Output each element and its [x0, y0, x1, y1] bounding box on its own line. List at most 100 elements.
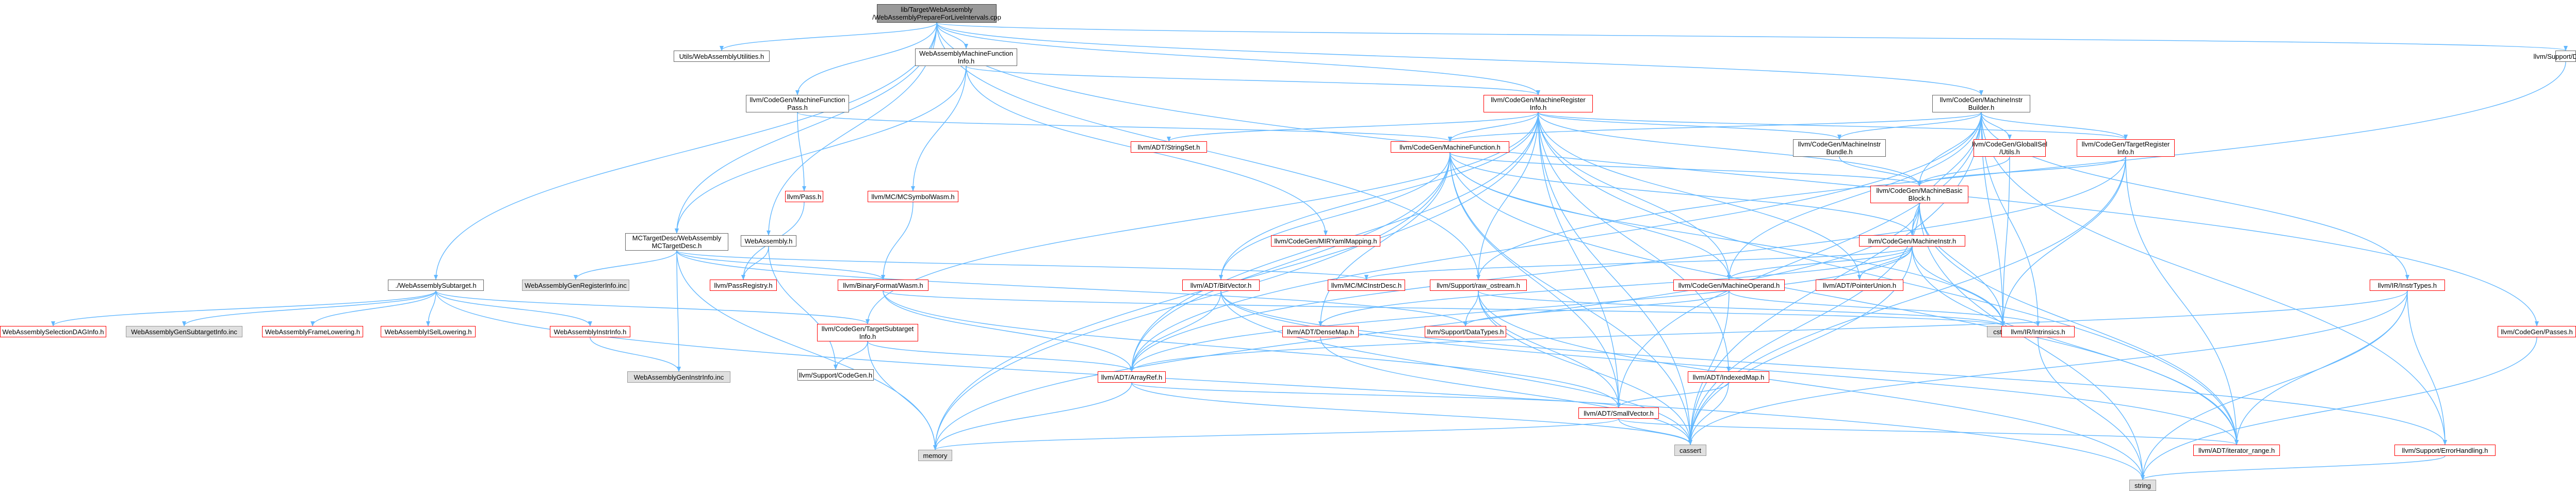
node-isellow[interactable]: WebAssemblyISelLowering.h — [381, 326, 476, 337]
node-genreg[interactable]: WebAssemblyGenRegisterInfo.inc — [522, 280, 629, 291]
node-utils[interactable]: Utils/WebAssemblyUtilities.h — [674, 51, 770, 62]
edge-mcsym-to-binwasm — [881, 202, 914, 280]
node-label-line: Info.h — [859, 333, 876, 340]
node-bitvec[interactable]: llvm/ADT/BitVector.h — [1182, 280, 1260, 291]
node-mirym[interactable]: llvm/CodeGen/MIRYamlMapping.h — [1271, 235, 1380, 247]
node-memory[interactable]: memory — [918, 450, 952, 461]
node-globalisel[interactable]: llvm/CodeGen/GlobalISel/Utils.h — [1972, 139, 2047, 157]
node-subtarget[interactable]: ./WebAssemblySubtarget.h — [388, 280, 484, 291]
node-mcsym[interactable]: llvm/MC/MCSymbolWasm.h — [868, 191, 958, 202]
node-passreg[interactable]: llvm/PassRegistry.h — [710, 280, 777, 291]
edge-mib-to-tri — [1981, 112, 2128, 140]
node-label-line: lib/Target/WebAssembly — [901, 6, 973, 13]
node-indexedmap[interactable]: llvm/ADT/IndexedMap.h — [1688, 371, 1769, 383]
edge-indexedmap-to-smallvec — [1617, 382, 1729, 408]
node-label-line: llvm/CodeGen/MachineOperand.h — [1678, 281, 1780, 289]
node-label-line: llvm/CodeGen/MachineInstr — [1798, 140, 1881, 148]
node-label-line: string — [2134, 481, 2151, 489]
edge-root-to-debug — [936, 22, 2567, 51]
node-mop[interactable]: llvm/CodeGen/MachineOperand.h — [1673, 280, 1785, 291]
node-cassert[interactable]: cassert — [1674, 445, 1706, 456]
node-mcinstrdesc[interactable]: llvm/MC/MCInstrDesc.h — [1328, 280, 1405, 291]
node-smallvec[interactable]: llvm/ADT/SmallVector.h — [1578, 407, 1659, 419]
node-intrinsics[interactable]: llvm/IR/Intrinsics.h — [2001, 326, 2075, 337]
node-seldag[interactable]: WebAssemblySelectionDAGInfo.h — [0, 326, 106, 337]
edge-mireg-to-cassert — [1538, 112, 1692, 445]
edge-rawostream-to-datatypes — [1463, 290, 1479, 326]
node-label-line: Info.h — [1529, 104, 1547, 111]
node-adtstr[interactable]: llvm/ADT/StringSet.h — [1131, 141, 1207, 153]
node-ptrunion[interactable]: llvm/ADT/PointerUnion.h — [1816, 280, 1903, 291]
node-string[interactable]: string — [2129, 480, 2156, 491]
node-label-line: llvm/CodeGen/TargetRegister — [2081, 140, 2170, 148]
edge-mcdesc-to-genreg — [574, 250, 677, 280]
node-label-line: llvm/MC/MCSymbolWasm.h — [871, 192, 955, 201]
node-gensub[interactable]: WebAssemblyGenSubtargetInfo.inc — [126, 326, 242, 337]
node-framelow[interactable]: WebAssemblyFrameLowering.h — [262, 326, 363, 337]
node-densemap[interactable]: llvm/ADT/DenseMap.h — [1282, 326, 1359, 337]
node-debug[interactable]: llvm/Support/Debug.h — [2534, 51, 2576, 62]
node-errhand[interactable]: llvm/Support/ErrorHandling.h — [2394, 445, 2496, 456]
edge-subtarget-to-framelow — [311, 290, 436, 326]
node-label-line: Info.h — [957, 57, 975, 65]
edge-mib-to-mi — [1910, 112, 1982, 236]
edge-mfpass-to-pass — [797, 112, 806, 191]
edge-rawostream-to-cassert — [1478, 290, 1692, 445]
node-iterrange[interactable]: llvm/ADT/iterator_range.h — [2193, 445, 2280, 456]
node-mf[interactable]: llvm/CodeGen/MachineFunction.h — [1391, 141, 1509, 153]
node-irtypes[interactable]: llvm/IR/InstrTypes.h — [2370, 280, 2445, 291]
node-datatypes[interactable]: llvm/Support/DataTypes.h — [1425, 326, 1506, 337]
node-wasmh[interactable]: WebAssembly.h — [741, 235, 796, 247]
edge-tri-to-arrayref — [1130, 156, 2126, 372]
node-binwasm[interactable]: llvm/BinaryFormat/Wasm.h — [838, 280, 928, 291]
edge-errhand-to-string — [2141, 455, 2445, 480]
node-supcodegen[interactable]: llvm/Support/CodeGen.h — [797, 369, 874, 381]
edge-bitvec-to-arrayref — [1130, 290, 1221, 372]
edge-cgpasses-to-string — [2141, 337, 2537, 480]
edge-tri-to-cstdint — [2001, 156, 2126, 326]
edge-arrayref-to-memory — [933, 382, 1132, 450]
edge-mib-to-mibundle — [1837, 112, 1982, 140]
edge-tsi-to-memory — [867, 341, 937, 450]
node-mi[interactable]: llvm/CodeGen/MachineInstr.h — [1859, 235, 1965, 247]
edge-tri-to-mbb — [1917, 156, 2126, 186]
node-geninstr[interactable]: WebAssemblyGenInstrInfo.inc — [627, 371, 730, 383]
edge-indexedmap-to-cassert — [1688, 382, 1729, 445]
node-arrayref[interactable]: llvm/ADT/ArrayRef.h — [1098, 371, 1166, 383]
node-label-line: llvm/CodeGen/MachineFunction.h — [1399, 143, 1501, 151]
edge-globalisel-to-cstdint — [2001, 156, 2010, 326]
node-label-line: WebAssemblyISelLowering.h — [384, 328, 472, 336]
edge-wamfi-to-mcsym — [911, 66, 967, 191]
edge-mf-to-mbb — [1449, 152, 1921, 186]
edge-mcdesc-to-geninstr — [676, 250, 681, 372]
edge-irtypes-to-string — [2141, 290, 2408, 480]
node-label-line: WebAssemblyGenRegisterInfo.inc — [525, 281, 627, 289]
node-label-line: WebAssembly.h — [744, 237, 793, 245]
node-label-line: llvm/IR/InstrTypes.h — [2377, 281, 2437, 289]
node-label-line: llvm/Support/Debug.h — [2533, 52, 2576, 60]
edge-mi-to-mop — [1727, 246, 1913, 280]
node-label-line: llvm/Support/CodeGen.h — [798, 371, 873, 379]
edge-binwasm-to-cstdint — [883, 290, 2005, 326]
node-cgpasses[interactable]: llvm/CodeGen/Passes.h — [2498, 326, 2576, 337]
edge-mf-to-mi — [1449, 152, 1914, 236]
node-pass[interactable]: llvm/Pass.h — [785, 191, 823, 202]
node-label-line: Pass.h — [787, 104, 808, 111]
node-root[interactable]: lib/Target/WebAssembly/WebAssemblyPrepar… — [872, 4, 1001, 23]
node-instrinfo[interactable]: WebAssemblyInstrInfo.h — [550, 326, 630, 337]
edge-mib-to-mop — [1727, 112, 1982, 280]
edge-root-to-mfpass — [795, 22, 937, 95]
edge-smallvec-to-cassert — [1618, 418, 1692, 445]
edge-mireg-to-bitvec — [1219, 112, 1539, 280]
node-rawostream[interactable]: llvm/Support/raw_ostream.h — [1430, 280, 1527, 291]
node-label-line: Bundle.h — [1826, 148, 1853, 156]
